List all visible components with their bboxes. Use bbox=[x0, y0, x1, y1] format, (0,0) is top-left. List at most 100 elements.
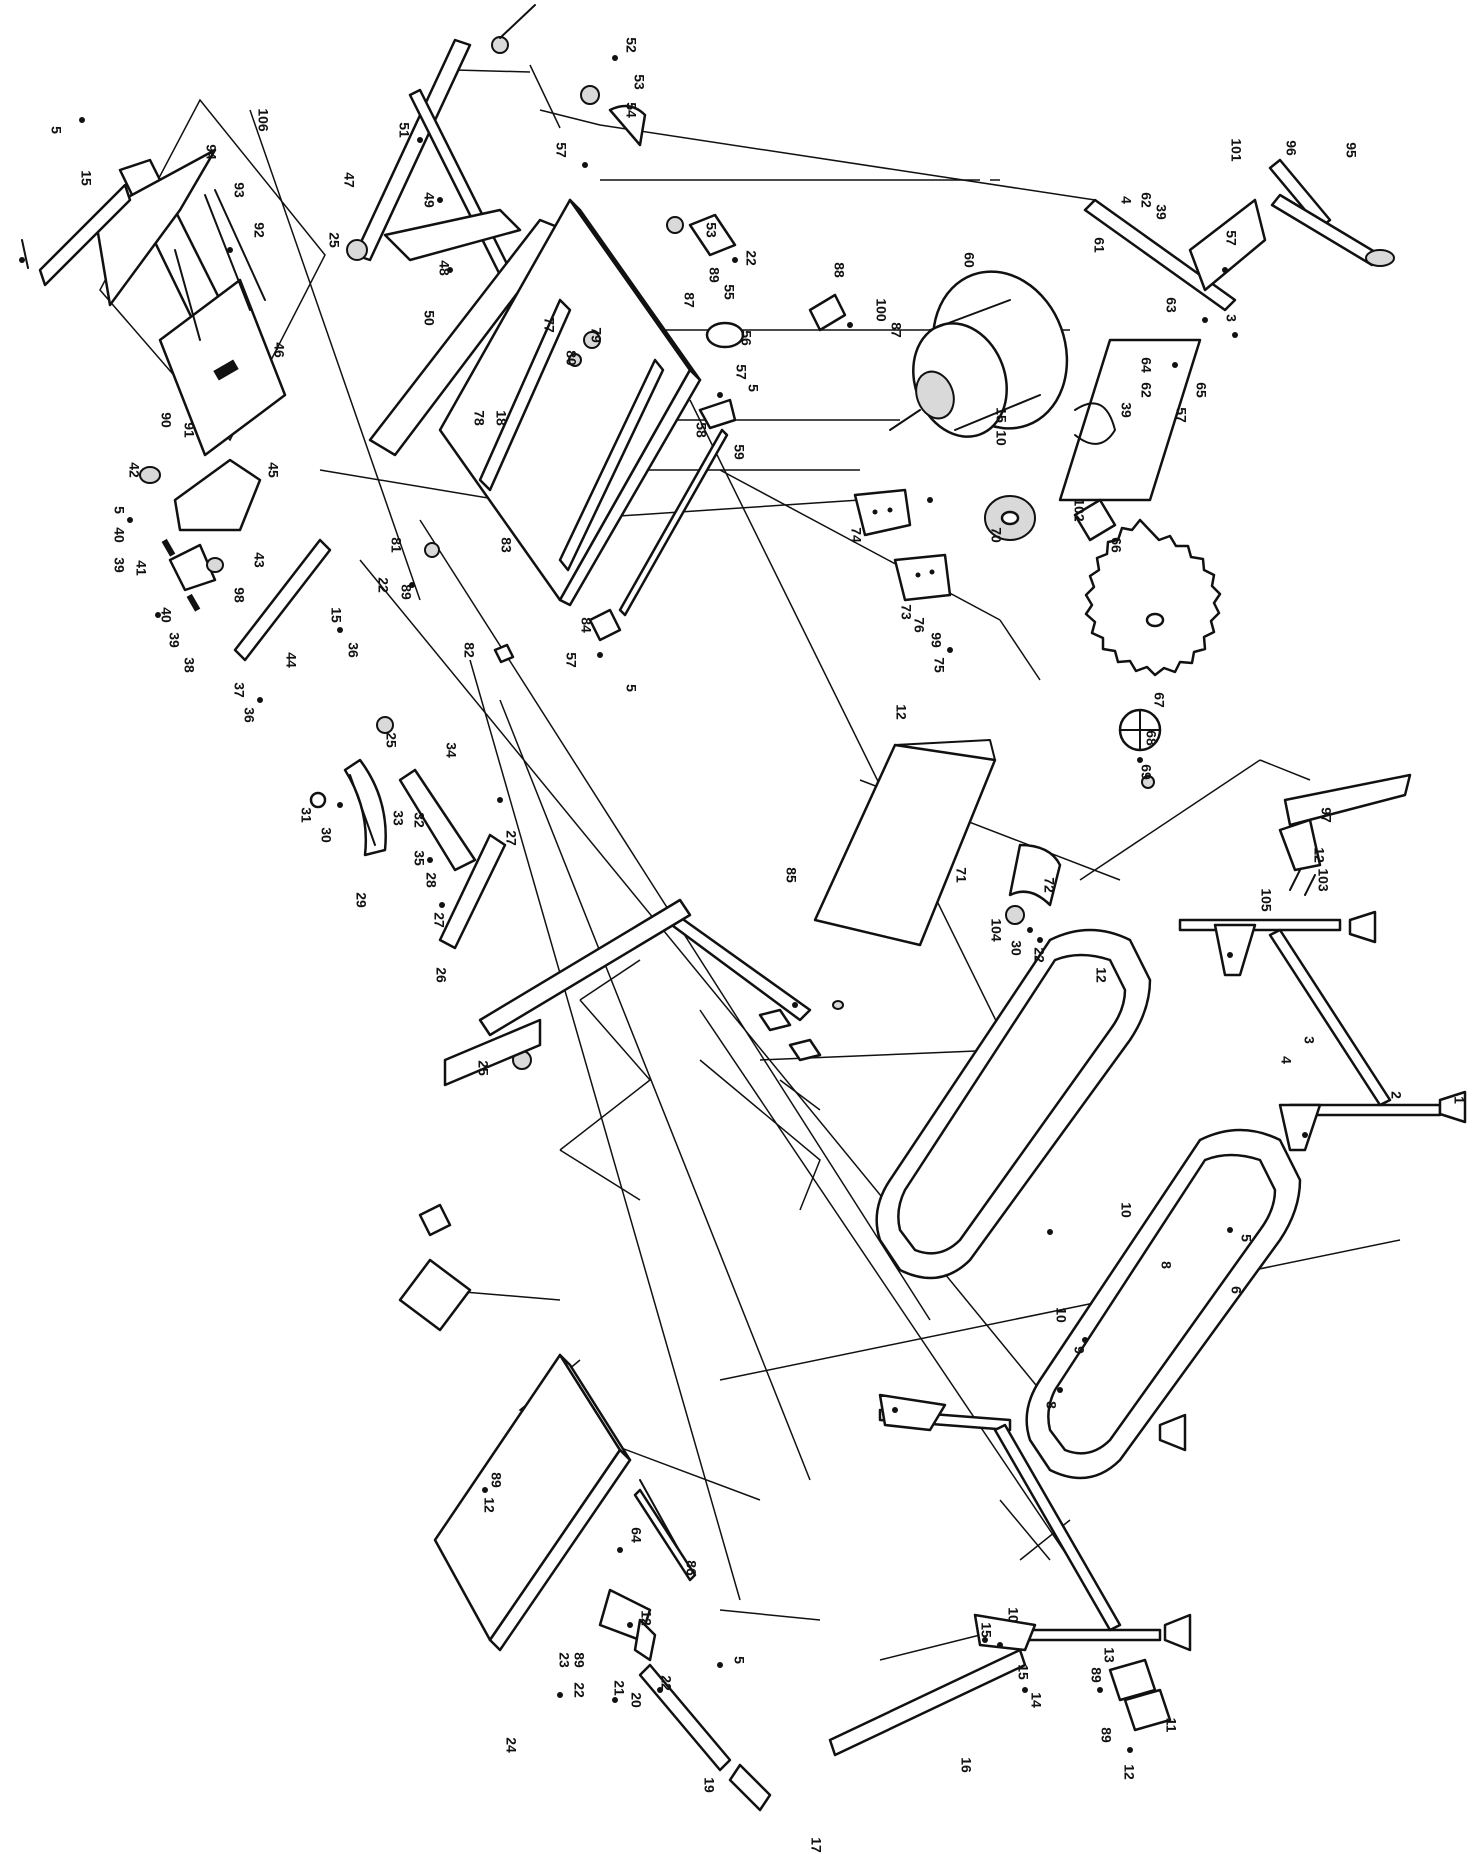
motor-60 bbox=[889, 270, 1069, 438]
callout-c-87b: 87 bbox=[888, 322, 904, 338]
pin-81 bbox=[424, 542, 440, 558]
rail-44 bbox=[233, 538, 332, 662]
callout-c-80: 80 bbox=[563, 350, 579, 366]
callout-c-46: 46 bbox=[271, 342, 287, 358]
callout-c-10b: 10 bbox=[1118, 1202, 1134, 1218]
callout-c-51: 51 bbox=[396, 122, 412, 138]
callout-c-89d: 89 bbox=[571, 1652, 587, 1668]
callout-c-15a: 15 bbox=[78, 170, 94, 186]
callout-c-83: 83 bbox=[498, 537, 514, 553]
clip-82 bbox=[493, 643, 515, 664]
callout-c-48: 48 bbox=[436, 260, 452, 276]
rail-15-top bbox=[38, 183, 132, 287]
callout-c-76: 76 bbox=[911, 617, 927, 633]
callout-c-3b: 3 bbox=[1301, 1036, 1317, 1044]
stand-frame bbox=[875, 910, 1467, 1652]
callout-c-20: 20 bbox=[628, 1692, 644, 1708]
callout-c-30b: 30 bbox=[1008, 940, 1024, 956]
callout-c-106: 106 bbox=[255, 108, 271, 132]
callout-c-52: 52 bbox=[623, 37, 639, 53]
callout-c-10a: 10 bbox=[993, 430, 1009, 446]
callout-c-33: 33 bbox=[390, 810, 406, 826]
callout-c-63: 63 bbox=[1163, 297, 1179, 313]
callout-c-24: 24 bbox=[503, 1737, 519, 1753]
callout-c-22d: 22 bbox=[571, 1682, 587, 1698]
saw-blade-66 bbox=[1084, 518, 1222, 677]
callout-c-97: 97 bbox=[1318, 807, 1334, 823]
bracket-13 bbox=[1108, 1658, 1157, 1702]
extension-wing-set bbox=[19, 98, 326, 457]
callout-c-67: 67 bbox=[1151, 692, 1167, 708]
callout-c-22e: 22 bbox=[658, 1675, 674, 1691]
bracket-56 bbox=[705, 321, 745, 349]
callout-c-64b: 64 bbox=[628, 1527, 644, 1543]
callout-c-5d: 5 bbox=[623, 684, 639, 692]
callout-c-95: 95 bbox=[1343, 142, 1359, 158]
callout-c-105: 105 bbox=[1258, 888, 1274, 912]
bracket-11 bbox=[1123, 1688, 1172, 1732]
guard-bracket-group bbox=[127, 458, 343, 703]
callout-c-6: 6 bbox=[1228, 1286, 1244, 1294]
rod-86 bbox=[633, 1488, 697, 1582]
switch-105 bbox=[1278, 818, 1322, 872]
callout-c-10d: 10 bbox=[1005, 1607, 1021, 1623]
callout-c-30a: 30 bbox=[318, 827, 334, 843]
callout-c-39d: 39 bbox=[1118, 402, 1134, 418]
callout-c-2: 2 bbox=[1388, 1091, 1404, 1099]
knob-42 bbox=[139, 466, 161, 484]
leg-bracket-left bbox=[878, 1393, 947, 1432]
callout-c-58: 58 bbox=[693, 422, 709, 438]
callout-c-12e: 12 bbox=[638, 1610, 654, 1626]
callout-c-12b: 12 bbox=[1311, 847, 1327, 863]
callout-c-22c: 22 bbox=[1031, 947, 1047, 963]
callout-c-11: 11 bbox=[1163, 1718, 1179, 1733]
callout-c-4a: 4 bbox=[1118, 196, 1134, 204]
knob-31 bbox=[309, 791, 327, 809]
knob-25a bbox=[346, 239, 368, 261]
callout-c-40b: 40 bbox=[158, 607, 174, 623]
callout-c-5c: 5 bbox=[745, 384, 761, 392]
callout-c-22b: 22 bbox=[375, 577, 391, 593]
callout-c-65: 65 bbox=[1193, 382, 1209, 398]
callout-c-5e: 5 bbox=[1238, 1234, 1254, 1242]
callout-c-18: 18 bbox=[493, 410, 509, 426]
callout-c-8a: 8 bbox=[1158, 1261, 1174, 1269]
callout-c-53a: 53 bbox=[631, 74, 647, 90]
callout-c-12f: 12 bbox=[1121, 1764, 1137, 1780]
rod-19 bbox=[638, 1663, 732, 1772]
callout-c-16: 16 bbox=[958, 1757, 974, 1773]
callout-c-39b: 39 bbox=[166, 632, 182, 648]
miter-slot-78 bbox=[558, 358, 665, 572]
callout-c-90: 90 bbox=[158, 412, 174, 428]
callout-c-50: 50 bbox=[421, 310, 437, 326]
callout-c-40a: 40 bbox=[111, 527, 127, 543]
callout-c-53b: 53 bbox=[703, 222, 719, 238]
callout-c-3a: 3 bbox=[1223, 314, 1239, 322]
callout-c-66: 66 bbox=[1108, 537, 1124, 553]
callout-c-89c: 89 bbox=[488, 1472, 504, 1488]
callout-c-22a: 22 bbox=[743, 250, 759, 266]
callout-c-101: 101 bbox=[1228, 138, 1244, 162]
callout-c-62a: 62 bbox=[1138, 192, 1154, 208]
callout-c-100: 100 bbox=[873, 298, 889, 322]
callout-c-21: 21 bbox=[611, 1680, 627, 1696]
callout-c-10c: 10 bbox=[1053, 1307, 1069, 1323]
callout-c-44: 44 bbox=[283, 652, 299, 668]
washer-104 bbox=[1005, 905, 1025, 925]
bracket-55 bbox=[688, 213, 737, 257]
callout-c-87a: 87 bbox=[681, 292, 697, 308]
rod-59 bbox=[618, 428, 729, 617]
bracket-102 bbox=[1073, 498, 1117, 542]
rail-64 bbox=[488, 1448, 632, 1652]
callout-c-5a: 5 bbox=[48, 126, 64, 134]
callout-c-27b: 27 bbox=[431, 912, 447, 928]
callout-c-104: 104 bbox=[988, 918, 1004, 942]
callout-c-55: 55 bbox=[721, 284, 737, 300]
callout-c-94: 94 bbox=[203, 144, 219, 160]
callout-c-15c: 15 bbox=[993, 407, 1009, 423]
callout-c-41: 41 bbox=[133, 560, 149, 576]
callout-c-73: 73 bbox=[898, 604, 914, 620]
callout-c-57a: 57 bbox=[553, 142, 569, 158]
callout-c-92: 92 bbox=[251, 222, 267, 238]
